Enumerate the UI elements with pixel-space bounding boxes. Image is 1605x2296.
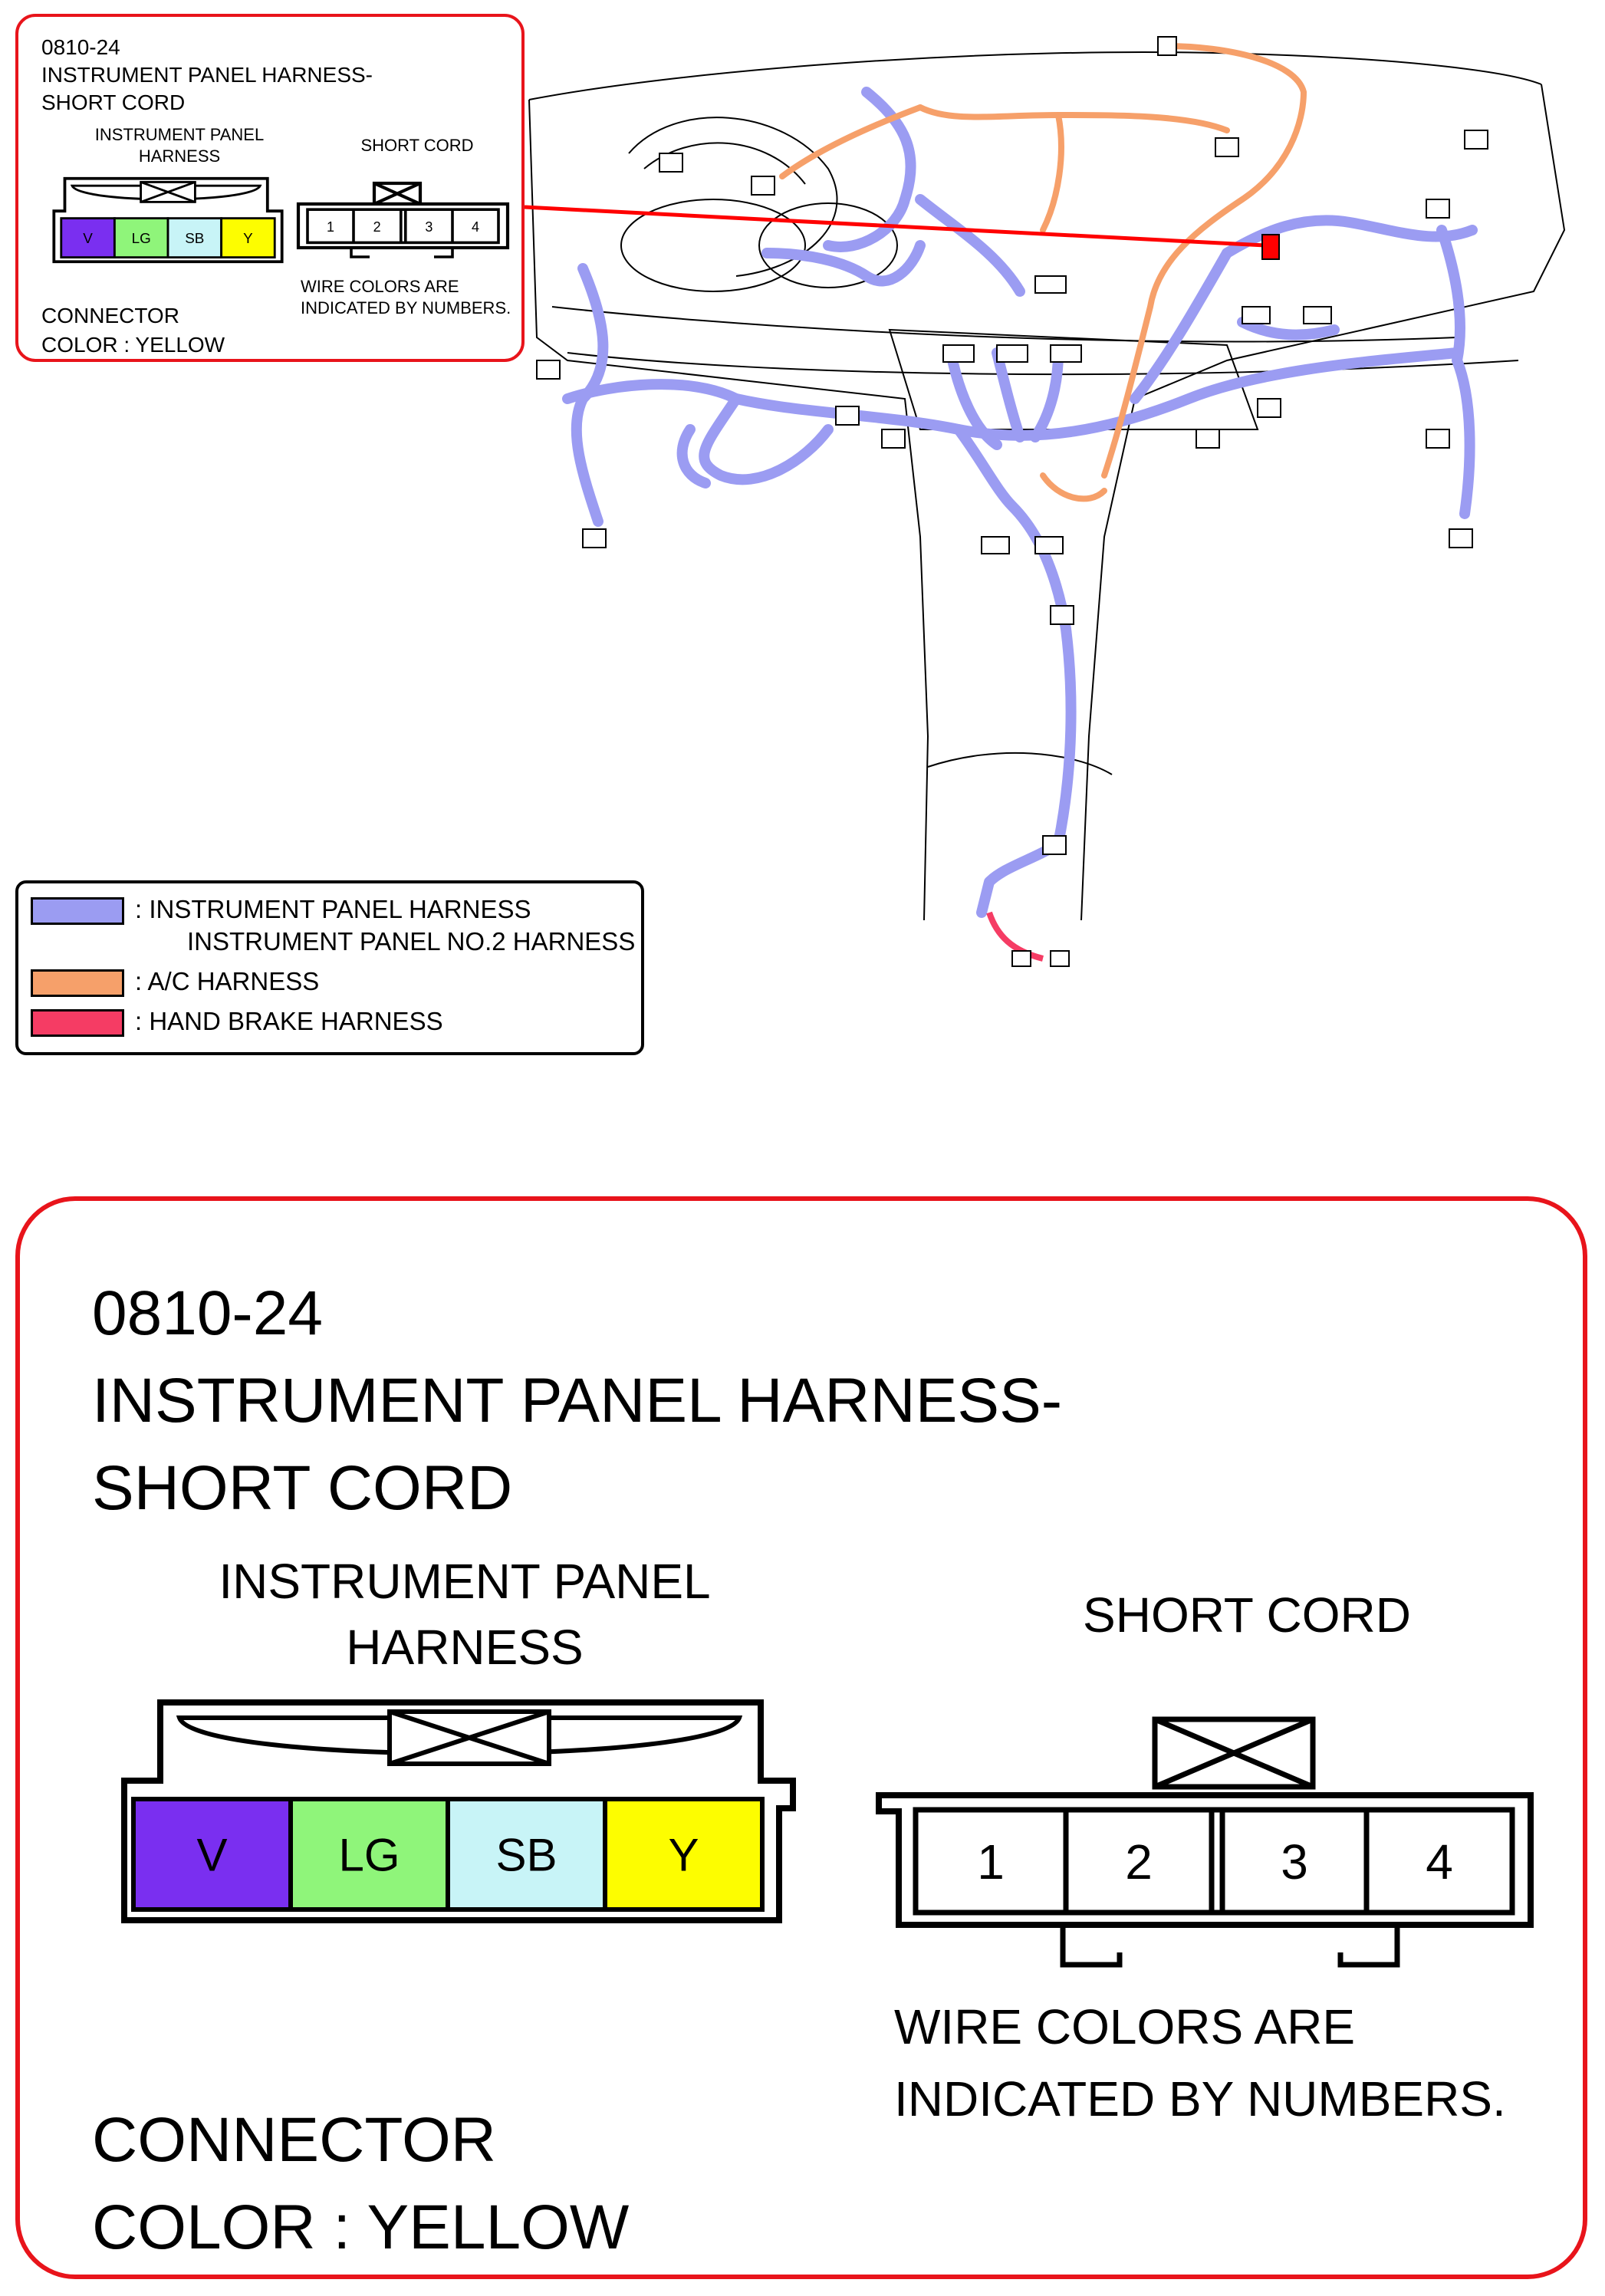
short-cord-pin-3: 3 xyxy=(425,219,432,235)
harness-pin-y xyxy=(603,1797,765,1912)
harness-pin-v xyxy=(60,217,116,259)
harness-pin-v xyxy=(131,1797,293,1912)
harness-pin-label: V xyxy=(83,231,93,247)
note-line1: WIRE COLORS ARE xyxy=(894,1999,1355,2054)
legend-swatch-instrument-panel xyxy=(31,897,124,925)
inset-right-label: SHORT CORD xyxy=(360,136,474,155)
short-cord-pin-2: 2 xyxy=(1125,1834,1153,1890)
legend-swatch-ac xyxy=(31,969,124,997)
harness-pin-label: V xyxy=(196,1830,227,1881)
inset-note-line1: WIRE COLORS ARE xyxy=(301,277,459,296)
legend-label-instrument-panel-no2: INSTRUMENT PANEL NO.2 HARNESS xyxy=(187,927,636,956)
dash-outline-left xyxy=(528,99,929,921)
short-cord-connector: 1 2 3 4 xyxy=(876,1716,1534,1968)
short-cord-label: SHORT CORD xyxy=(1083,1587,1411,1643)
harness-pin-label: LG xyxy=(338,1830,400,1881)
short-cord-pin-1: 1 xyxy=(977,1834,1005,1890)
inset-code: 0810-24 xyxy=(41,35,120,59)
connector-color-line1: CONNECTOR xyxy=(92,2105,496,2175)
inset-title-line2: SHORT CORD xyxy=(41,90,186,114)
connector-blocks xyxy=(536,36,1488,967)
legend-label-ac: : A/C HARNESS xyxy=(135,967,320,995)
short-cord-pin-2: 2 xyxy=(373,219,381,235)
connector-title-line1: INSTRUMENT PANEL HARNESS- xyxy=(92,1366,1063,1436)
inset-left-label-line2: HARNESS xyxy=(138,146,221,166)
pointer-line xyxy=(524,205,1266,248)
inset-short-cord-connector: 1 2 3 4 xyxy=(296,181,510,258)
short-cord-pin-4: 4 xyxy=(1426,1834,1453,1890)
hand-brake-harness-line xyxy=(986,911,1044,962)
harness-pin-label: Y xyxy=(243,231,253,247)
inset-left-label-line1: INSTRUMENT PANEL xyxy=(94,125,265,144)
ac-harness-lines xyxy=(779,43,1307,502)
harness-pin-lg xyxy=(288,1797,450,1912)
harness-illustration xyxy=(524,36,1566,967)
harness-connector: V LG SB Y xyxy=(121,1699,796,1923)
harness-label-line1: INSTRUMENT PANEL xyxy=(219,1554,711,1609)
harness-pin-y xyxy=(220,217,276,259)
connector-inset-box: 0810-24 INSTRUMENT PANEL HARNESS- SHORT … xyxy=(15,14,525,362)
short-cord-pin-4: 4 xyxy=(472,219,479,235)
connector-code: 0810-24 xyxy=(92,1278,323,1348)
legend-swatch-hand-brake xyxy=(31,1009,124,1037)
harness-pin-label: SB xyxy=(495,1830,557,1881)
harness-pin-label: Y xyxy=(668,1830,699,1881)
harness-pin-label: LG xyxy=(132,231,151,247)
connector-color-line2: COLOR : YELLOW xyxy=(92,2192,630,2262)
harness-pin-sb xyxy=(166,217,223,259)
short-cord-pin-3: 3 xyxy=(1281,1834,1308,1890)
harness-label-line2: HARNESS xyxy=(346,1620,584,1675)
harness-pin-sb xyxy=(446,1797,607,1912)
harness-pin-lg xyxy=(113,217,169,259)
legend: : INSTRUMENT PANEL HARNESS INSTRUMENT PA… xyxy=(15,880,644,1055)
short-cord-pin-1: 1 xyxy=(327,219,334,235)
legend-label-instrument-panel: : INSTRUMENT PANEL HARNESS xyxy=(135,895,531,923)
dash-top-edge xyxy=(528,51,1542,100)
highlighted-connector xyxy=(1261,234,1280,260)
dash-outline-right xyxy=(1080,84,1566,921)
inset-color-line1: CONNECTOR xyxy=(41,304,179,327)
connector-detail-box: 0810-24 INSTRUMENT PANEL HARNESS- SHORT … xyxy=(15,1196,1587,2279)
harness-pin-label: SB xyxy=(185,231,204,247)
note-line2: INDICATED BY NUMBERS. xyxy=(894,2071,1506,2127)
legend-label-hand-brake: : HAND BRAKE HARNESS xyxy=(135,1007,443,1035)
inset-note-line2: INDICATED BY NUMBERS. xyxy=(301,298,511,317)
inset-color-line2: COLOR : YELLOW xyxy=(41,333,225,357)
inset-title-line1: INSTRUMENT PANEL HARNESS- xyxy=(41,63,373,87)
connector-title-line2: SHORT CORD xyxy=(92,1453,513,1523)
inset-harness-connector: V LG SB Y xyxy=(52,176,284,264)
